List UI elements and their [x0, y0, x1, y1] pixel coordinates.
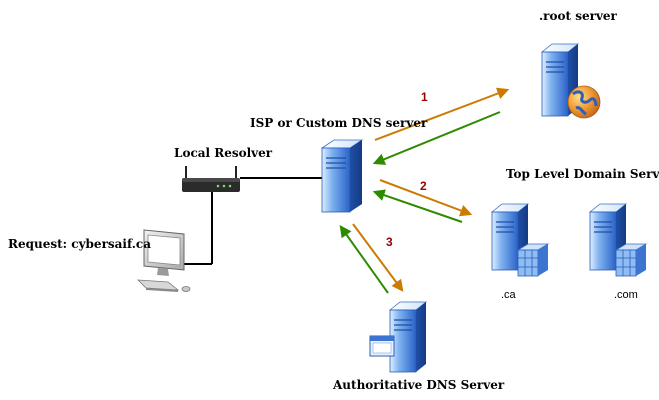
root-server-label: .root server	[539, 9, 618, 23]
request-label: Request: cybersaif.ca	[8, 237, 151, 251]
tld-ca-label: .ca	[501, 289, 517, 301]
tld-com-label: .com	[614, 289, 638, 301]
arrow-isp-to-root	[374, 87, 510, 141]
server-globe-icon	[540, 43, 601, 119]
desktop-computer-icon	[136, 229, 191, 292]
local-resolver-label: Local Resolver	[174, 146, 273, 160]
tld-servers-label: Top Level Domain Servers	[506, 167, 659, 181]
server-database-icon	[588, 203, 648, 277]
server-database-icon	[490, 203, 550, 277]
authoritative-label: Authoritative DNS Server	[332, 378, 505, 392]
arrow-isp-to-authoritative	[352, 223, 404, 292]
step-number-1: 1	[421, 90, 428, 104]
server-icon	[320, 139, 364, 213]
step-number-2: 2	[420, 179, 427, 193]
router-icon	[182, 166, 240, 192]
step-number-3: 3	[386, 235, 393, 249]
connection-lines	[183, 177, 322, 265]
arrow-tld-to-isp	[372, 189, 463, 223]
arrow-authoritative-to-isp	[339, 225, 389, 294]
isp-server-label: ISP or Custom DNS server	[250, 116, 428, 130]
arrow-root-to-isp	[372, 111, 501, 165]
query-arrows	[339, 87, 510, 294]
server-window-icon	[369, 301, 428, 373]
arrow-isp-to-tld	[379, 179, 473, 217]
